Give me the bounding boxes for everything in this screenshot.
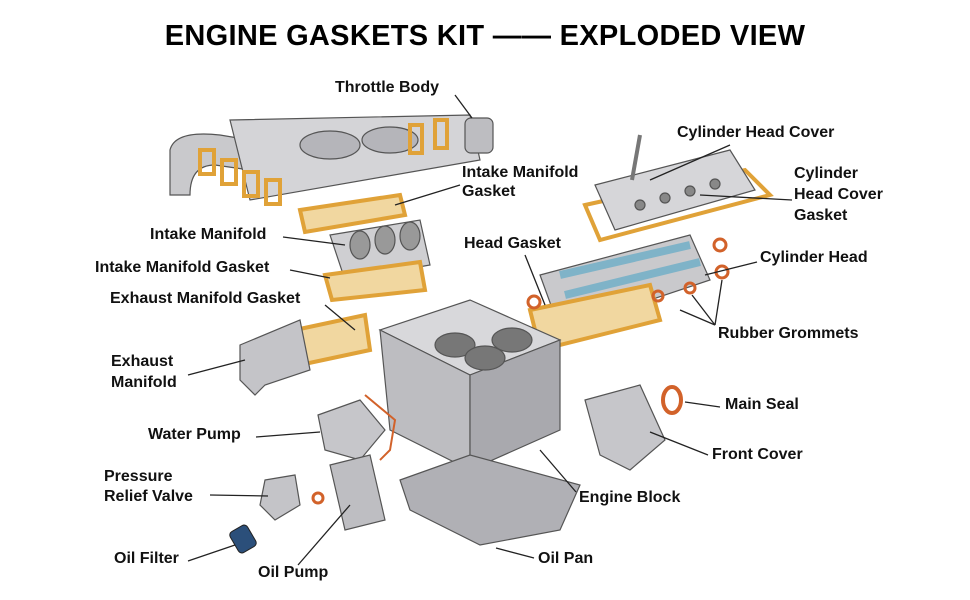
engine-block: [378, 299, 562, 471]
exhaust-manifold: [239, 319, 311, 396]
label-exhaust-manifold-gasket: Exhaust Manifold Gasket: [110, 290, 301, 307]
oil-filter: [229, 524, 257, 554]
label-pressure-relief-valve-line1: Pressure: [104, 468, 173, 485]
label-oil-filter: Oil Filter: [114, 550, 179, 567]
label-intake-manifold-gasket-upper-line2: Gasket: [462, 183, 516, 200]
label-intake-manifold: Intake Manifold: [150, 226, 267, 243]
label-rubber-grommets: Rubber Grommets: [718, 325, 859, 342]
label-cylinder-head-cover-gasket-line2: Head Cover: [794, 186, 883, 203]
label-throttle-body: Throttle Body: [335, 79, 439, 96]
label-intake-manifold-gasket-lower: Intake Manifold Gasket: [95, 259, 270, 276]
label-oil-pump: Oil Pump: [258, 564, 329, 581]
water-pump-gasket: [364, 394, 397, 461]
label-main-seal: Main Seal: [725, 396, 799, 413]
label-engine-block: Engine Block: [579, 489, 681, 506]
leader-lines: [187, 94, 793, 566]
label-front-cover: Front Cover: [712, 446, 803, 463]
water-pump: [317, 399, 386, 461]
label-exhaust-manifold-line2: Manifold: [111, 374, 177, 391]
throttle-gaskets: [198, 118, 449, 206]
label-oil-pan: Oil Pan: [538, 550, 594, 567]
cylinder-head-cover: [594, 134, 756, 231]
valve-seal: [311, 491, 325, 505]
label-water-pump: Water Pump: [148, 426, 241, 443]
main-seal: [661, 385, 683, 415]
intake-manifold-gasket-upper: [297, 192, 408, 235]
label-exhaust-manifold-line1: Exhaust: [111, 353, 174, 370]
intake-plenum: [169, 114, 494, 201]
front-cover: [584, 384, 666, 471]
label-head-gasket: Head Gasket: [464, 235, 561, 252]
oil-pan: [399, 454, 581, 546]
label-pressure-relief-valve-line2: Relief Valve: [104, 488, 193, 505]
diagram-title: ENGINE GASKETS KIT —— EXPLODED VIEW: [164, 20, 806, 52]
intake-manifold-gasket-lower: [322, 259, 428, 303]
label-cylinder-head: Cylinder Head: [760, 249, 868, 266]
label-cylinder-head-cover-gasket-line1: Cylinder: [794, 165, 859, 182]
label-intake-manifold-gasket-upper-line1: Intake Manifold: [462, 164, 579, 181]
label-cylinder-head-cover-gasket-line3: Gasket: [794, 207, 848, 224]
label-cylinder-head-cover: Cylinder Head Cover: [677, 124, 835, 141]
pressure-relief-valve: [259, 474, 301, 521]
